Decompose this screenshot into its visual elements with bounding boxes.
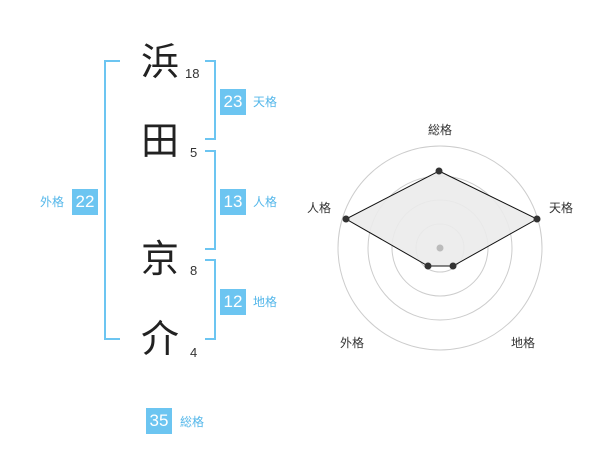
gaikaku-bracket-bottom: [104, 338, 120, 340]
gaikaku-value: 22: [72, 189, 98, 215]
tenkaku-bracket-bottom: [205, 138, 216, 140]
name-char-3: 京: [140, 237, 179, 281]
stroke-count-1: 18: [185, 66, 200, 81]
gaikaku-label: 外格: [40, 195, 65, 209]
radar-point-jinkaku: [342, 215, 350, 223]
radar-label-bottom-left: 外格: [340, 335, 364, 350]
jinkaku-bracket: [214, 150, 216, 250]
chikaku-bracket-bottom: [205, 338, 216, 340]
stroke-count-4: 4: [190, 345, 198, 360]
radar-label-bottom-right: 地格: [511, 335, 535, 350]
stroke-count-2: 5: [190, 145, 198, 160]
radar-point-soukaku: [435, 167, 443, 175]
chikaku-value: 12: [220, 289, 246, 315]
radar-center-dot: [436, 244, 444, 252]
jinkaku-value: 13: [220, 189, 246, 215]
name-char-1: 浜: [140, 40, 179, 84]
chikaku-label: 地格: [253, 295, 278, 309]
tenkaku-label: 天格: [253, 95, 278, 109]
tenkaku-value: 23: [220, 89, 246, 115]
radar-label-left: 人格: [307, 200, 331, 215]
radar-label-top: 総格: [428, 122, 452, 137]
tenkaku-bracket: [214, 60, 216, 140]
name-char-4: 介: [140, 317, 179, 361]
radar-label-right: 天格: [549, 200, 573, 215]
jinkaku-bracket-bottom: [205, 248, 216, 250]
gaikaku-bracket: [104, 60, 106, 340]
radar-polygon: [344, 170, 539, 267]
chikaku-bracket: [214, 259, 216, 340]
chikaku-bracket-top: [205, 259, 216, 261]
soukaku-label: 総格: [180, 415, 205, 429]
tenkaku-bracket-top: [205, 60, 216, 62]
gaikaku-bracket-top: [104, 60, 120, 62]
radar-point-tenkaku: [533, 215, 541, 223]
name-char-2: 田: [140, 119, 179, 163]
radar-point-chikaku: [449, 262, 457, 270]
radar-ring-4: [337, 145, 543, 351]
soukaku-value: 35: [146, 408, 172, 434]
stroke-count-3: 8: [190, 263, 198, 278]
jinkaku-bracket-top: [205, 150, 216, 152]
radar-point-gaikaku: [424, 262, 432, 270]
jinkaku-label: 人格: [253, 195, 278, 209]
